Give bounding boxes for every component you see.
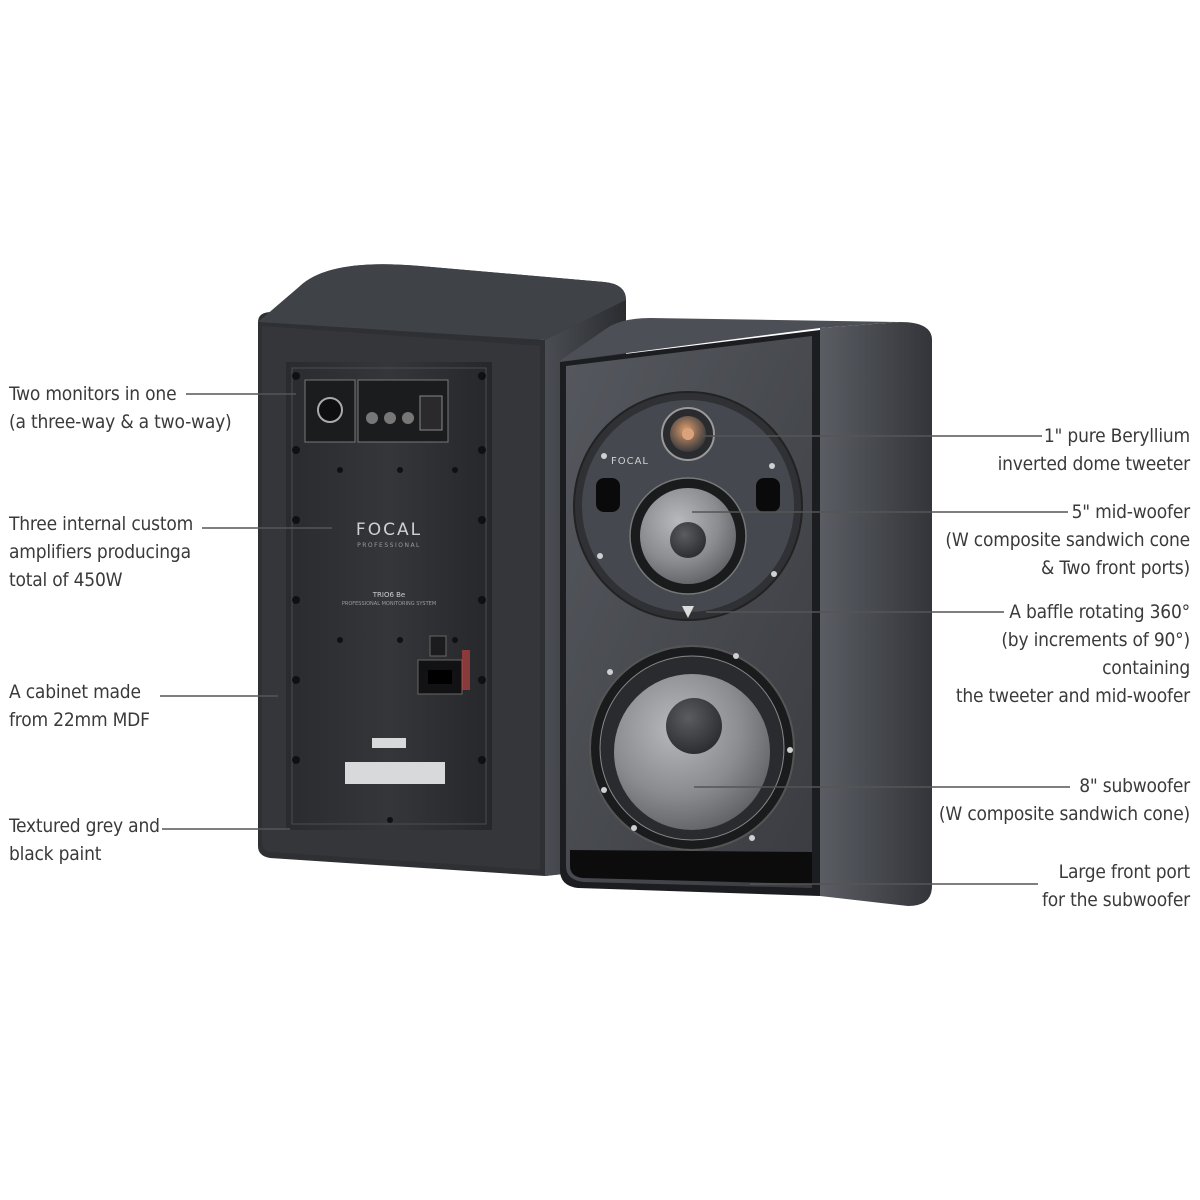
back-logo-sub: PROFESSIONAL — [357, 542, 421, 549]
back-model: TRIO6 Be — [372, 591, 406, 599]
back-logo: FOCAL — [356, 520, 422, 540]
callout-baffle: A baffle rotating 360°(by increments of … — [955, 601, 1190, 707]
callout-two-monitors: Two monitors in one(a three-way & a two-… — [9, 383, 232, 433]
front-speaker: FOCAL — [558, 318, 932, 906]
callout-leaders — [160, 393, 1070, 885]
callout-subwoofer: 8" subwoofer(W composite sandwich cone) — [938, 775, 1190, 825]
back-model-sub: PROFESSIONAL MONITORING SYSTEM — [342, 601, 436, 607]
front-logo: FOCAL — [611, 456, 649, 467]
callout-mid-woofer: 5" mid-woofer(W composite sandwich cone&… — [945, 501, 1190, 579]
